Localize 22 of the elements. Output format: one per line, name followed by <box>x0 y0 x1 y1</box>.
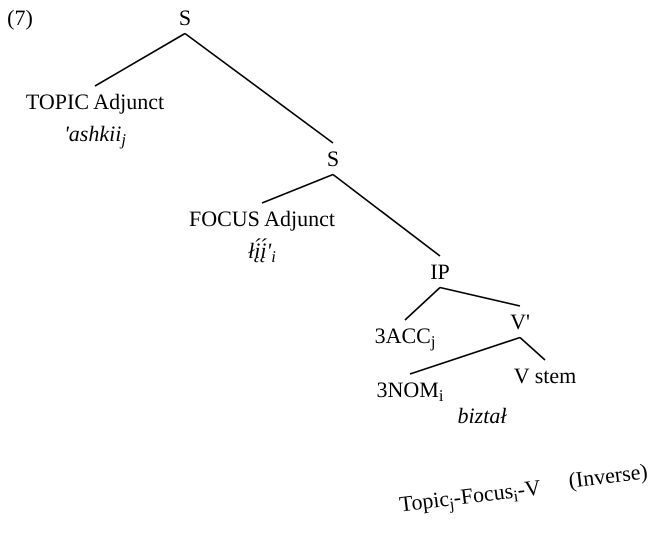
node-label: V' <box>510 308 530 336</box>
node-label: 3ACC$_{j}$ <box>374 322 436 350</box>
node-label: S <box>326 145 340 172</box>
gloss-word: 'ashkii$_{j}$ <box>64 120 126 147</box>
node-label: S <box>178 4 192 32</box>
node-label: 3NOM$_{i}$ <box>376 376 444 404</box>
tree-branch <box>184 32 334 144</box>
node-label: TOPIC Adjunct <box>26 88 164 116</box>
annotation-text: (Inverse) <box>566 457 650 494</box>
node-label: IP <box>430 258 450 286</box>
tree-branch <box>519 336 546 361</box>
node-label: V stem <box>514 362 576 390</box>
node-label: FOCUS Adjunct <box>188 205 336 232</box>
gloss-word: biztał <box>458 402 506 430</box>
tree-branch <box>332 174 440 257</box>
tree-branch <box>94 32 186 87</box>
tree-branch <box>410 336 520 375</box>
tree-branch <box>404 286 441 321</box>
callout-number: (7) <box>7 4 33 32</box>
gloss-word: łį́į́'$_{i}$ <box>248 236 276 264</box>
tree-branch <box>262 174 334 204</box>
tree-branch <box>440 286 520 307</box>
